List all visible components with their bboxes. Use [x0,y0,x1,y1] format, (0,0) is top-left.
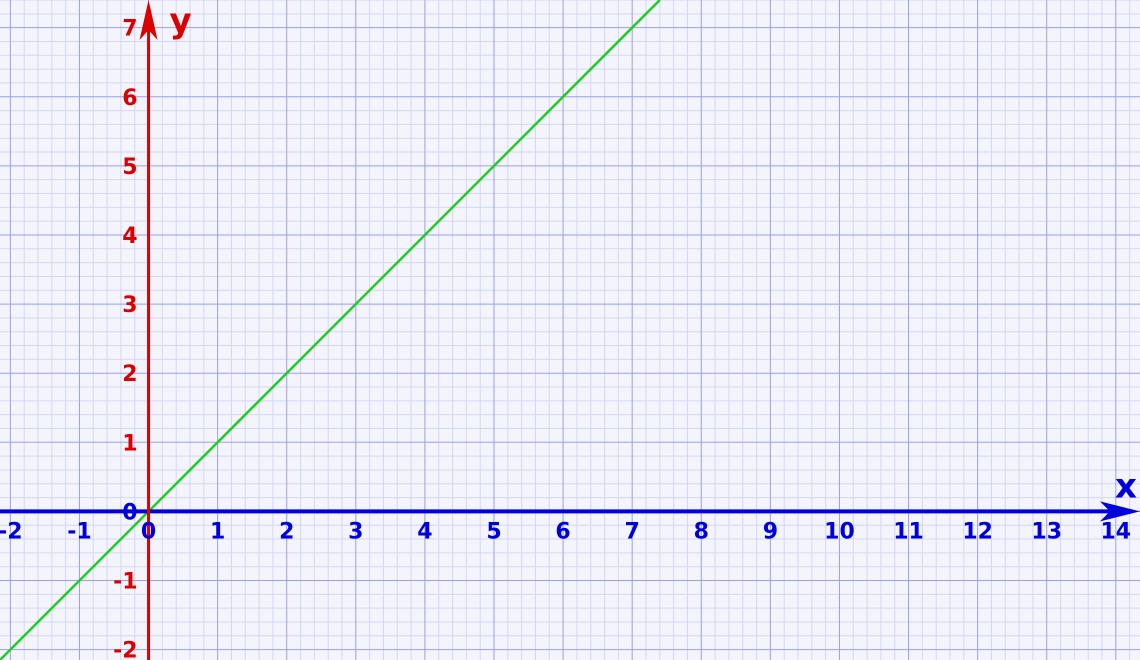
x-tick-label: 4 [417,519,432,544]
x-tick-label: -1 [67,519,91,544]
x-tick-label: -2 [0,519,23,544]
y-tick-label: -2 [113,639,137,660]
y-tick-label: 7 [122,17,137,42]
series-layer [0,0,661,660]
x-tick-label: 2 [279,519,294,544]
x-tick-label: 0 [141,519,156,544]
y-tick-label: 4 [122,224,137,249]
x-tick-label: 3 [348,519,363,544]
y-tick-label: 5 [122,155,137,180]
y-axis-arrowhead [139,0,158,40]
x-tick-label: 10 [824,519,855,544]
x-axis-label: x [1115,466,1137,506]
x-tick-label: 1 [210,519,225,544]
origin-label: 0 [122,500,137,525]
y-tick-label: -1 [113,570,137,595]
y-axis-label: y [169,1,191,41]
x-tick-label: 6 [555,519,570,544]
y-tick-label: 6 [122,86,137,111]
y-tick-label: 1 [122,431,137,456]
y-tick-label: 3 [122,293,137,318]
x-tick-label: 11 [893,519,924,544]
x-tick-label: 5 [486,519,501,544]
data-line-0 [0,0,661,660]
x-tick-label: 8 [694,519,709,544]
x-axis-arrowhead [1100,501,1140,522]
x-tick-label: 14 [1101,519,1132,544]
y-tick-label: 2 [122,362,137,387]
x-tick-label: 12 [962,519,993,544]
x-tick-label: 13 [1031,519,1062,544]
x-tick-label: 7 [625,519,640,544]
x-tick-label: 9 [763,519,778,544]
